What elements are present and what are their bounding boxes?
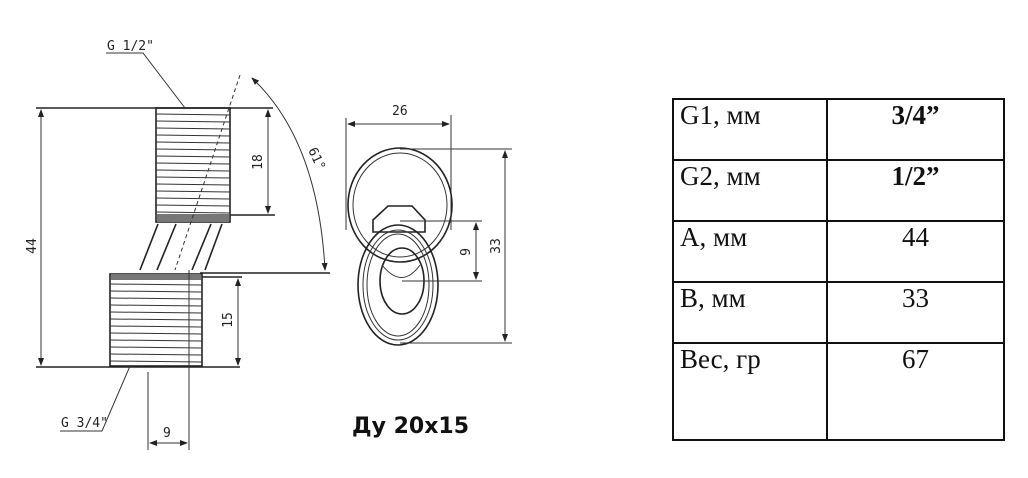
dim-depth-label: 33: [489, 238, 504, 254]
spec-key: Вес, гр: [672, 342, 828, 441]
thread-line: [155, 127, 231, 130]
spec-key: A, мм: [672, 220, 828, 283]
spec-value: 44: [826, 220, 1005, 283]
thread-line: [109, 346, 203, 349]
thread-line: [155, 141, 231, 144]
thread-line: [155, 148, 231, 151]
thread-bottom-label: G 3/4": [61, 416, 108, 431]
thread-line: [155, 197, 231, 200]
spec-value: 3/4”: [826, 98, 1005, 161]
thread-top-label: G 1/2": [107, 39, 154, 54]
thread-line: [155, 204, 231, 207]
thread-line: [109, 325, 203, 328]
thread-line: [109, 353, 203, 356]
dim-width-label: 26: [392, 104, 408, 119]
spec-key: G1, мм: [672, 98, 828, 161]
thread-line: [155, 183, 231, 186]
spec-value: 67: [826, 342, 1005, 441]
thread-line: [155, 134, 231, 137]
thread-line: [155, 190, 231, 193]
thread-line: [155, 162, 231, 165]
dim-bottom-thread-label: 15: [221, 312, 236, 328]
thread-line: [109, 283, 203, 286]
thread-line: [109, 290, 203, 293]
thread-line: [155, 176, 231, 179]
technical-drawing: 44 18 15 61° 9 G 1/2" G 3/4" 26: [25, 39, 512, 450]
spec-value: 33: [826, 281, 1005, 344]
thread-line: [109, 360, 203, 363]
dim-offset-side-label: 9: [459, 248, 474, 256]
upper-thread: [155, 107, 231, 223]
thread-line: [109, 318, 203, 321]
thread-line: [155, 120, 231, 123]
thread-line: [109, 339, 203, 342]
thread-line: [155, 113, 231, 116]
lower-thread: [109, 273, 203, 367]
thread-line: [155, 155, 231, 158]
dim-total-height-label: 44: [25, 238, 40, 254]
dim-top-thread-label: 18: [251, 154, 266, 170]
thread-line: [109, 332, 203, 335]
spec-key: G2, мм: [672, 159, 828, 222]
drawing-title: Ду 20x15: [352, 414, 470, 439]
thread-line: [109, 311, 203, 314]
spec-value: 1/2”: [826, 159, 1005, 222]
dim-offset-label: 9: [163, 426, 171, 441]
thread-line: [109, 304, 203, 307]
spec-key: B, мм: [672, 281, 828, 344]
thread-line: [155, 211, 231, 214]
thread-line: [109, 297, 203, 300]
side-view: 26 33 9: [345, 104, 512, 346]
thread-line: [155, 169, 231, 172]
